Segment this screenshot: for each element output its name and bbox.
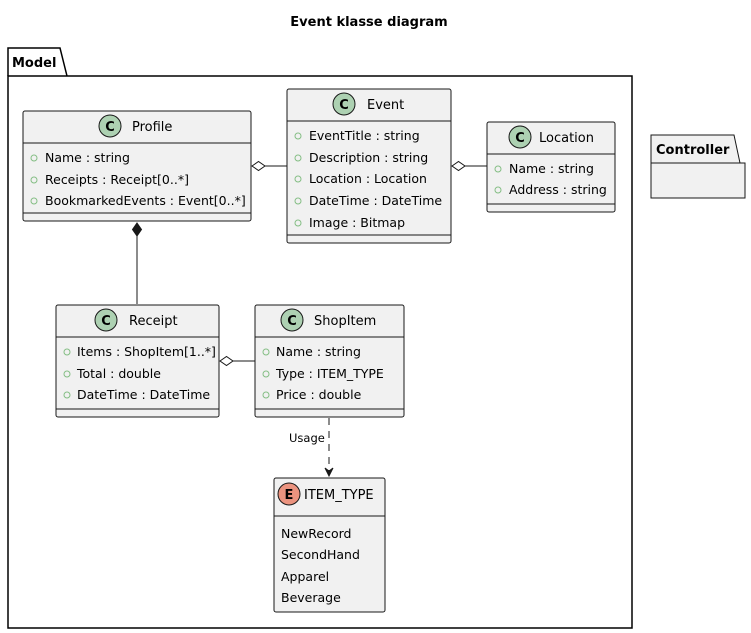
class-name: ShopItem	[314, 314, 376, 329]
package-model-tab	[7, 47, 68, 77]
public-icon	[63, 370, 71, 378]
svg-text:Type : ITEM_TYPE: Type : ITEM_TYPE	[275, 366, 384, 381]
svg-text:DateTime : DateTime: DateTime : DateTime	[309, 193, 442, 208]
package-controller-tab	[650, 134, 741, 164]
public-icon	[30, 176, 38, 184]
public-icon	[262, 370, 270, 378]
svg-text:Price : double: Price : double	[276, 387, 362, 402]
class-location: C Location Name : string Address : strin…	[486, 121, 616, 213]
svg-text:Total : double: Total : double	[76, 366, 161, 381]
enum-name: ITEM_TYPE	[304, 488, 374, 503]
svg-text:Image : Bitmap: Image : Bitmap	[309, 215, 405, 230]
svg-text:NewRecord: NewRecord	[281, 526, 351, 541]
svg-text:C: C	[101, 314, 111, 329]
svg-text:Name : string: Name : string	[276, 344, 361, 359]
svg-text:SecondHand: SecondHand	[281, 547, 360, 562]
relation-profile-event	[251, 160, 287, 172]
class-name: Event	[367, 98, 404, 113]
public-icon	[494, 165, 502, 173]
public-icon	[30, 154, 38, 162]
svg-text:Address : string: Address : string	[509, 182, 607, 197]
class-badge-icon	[508, 125, 532, 149]
svg-text:C: C	[515, 131, 525, 146]
class-name: Receipt	[129, 314, 178, 329]
class-badge-icon	[94, 308, 118, 332]
public-icon	[294, 197, 302, 205]
svg-text:C: C	[339, 98, 349, 113]
aggregation-diamond	[219, 355, 234, 367]
class-box	[254, 304, 405, 418]
class-badge-icon	[280, 308, 304, 332]
enum-badge-icon	[277, 482, 301, 506]
public-icon	[63, 391, 71, 399]
svg-text:E: E	[285, 488, 294, 503]
diagram-title: Event klasse diagram	[290, 15, 447, 30]
svg-text:Name : string: Name : string	[509, 161, 594, 176]
class-box	[286, 88, 452, 244]
svg-text:EventTitle : string: EventTitle : string	[309, 128, 420, 143]
public-icon	[294, 132, 302, 140]
public-icon	[262, 348, 270, 356]
class-box	[22, 110, 252, 222]
class-event: C Event EventTitle : string Description …	[286, 88, 452, 244]
class-receipt: C Receipt Items : ShopItem[1..*] Total :…	[55, 304, 220, 418]
enum-item-type: E ITEM_TYPE NewRecord SecondHand Apparel…	[273, 477, 386, 613]
package-controller-label: Controller	[656, 143, 730, 158]
public-icon	[294, 175, 302, 183]
class-name: Location	[539, 131, 594, 146]
relation-profile-receipt	[131, 222, 143, 304]
svg-text:BookmarkedEvents : Event[0..*]: BookmarkedEvents : Event[0..*]	[45, 193, 246, 208]
public-icon	[262, 391, 270, 399]
svg-text:C: C	[287, 314, 297, 329]
aggregation-diamond	[451, 160, 466, 172]
public-icon	[494, 186, 502, 194]
package-controller: Controller	[650, 134, 746, 199]
package-controller-body	[650, 162, 746, 199]
svg-text:Apparel: Apparel	[281, 569, 329, 584]
svg-text:Receipts : Receipt[0..*]: Receipts : Receipt[0..*]	[45, 172, 189, 187]
class-box	[55, 304, 220, 418]
public-icon	[63, 348, 71, 356]
aggregation-diamond	[251, 160, 266, 172]
usage-label: Usage	[289, 431, 325, 445]
svg-text:Name : string: Name : string	[45, 150, 130, 165]
svg-text:Location : Location: Location : Location	[309, 171, 427, 186]
class-name: Profile	[132, 120, 172, 135]
relation-shopitem-itemtype: Usage	[289, 418, 329, 476]
svg-text:Description : string: Description : string	[309, 150, 428, 165]
composition-diamond	[131, 222, 143, 237]
class-badge-icon	[332, 92, 356, 116]
relation-receipt-shopitem	[219, 355, 255, 367]
svg-text:DateTime : DateTime: DateTime : DateTime	[77, 387, 210, 402]
class-shopitem: C ShopItem Name : string Type : ITEM_TYP…	[254, 304, 405, 418]
svg-text:Beverage: Beverage	[281, 590, 341, 605]
public-icon	[30, 197, 38, 205]
package-model-label: Model	[12, 56, 56, 71]
relation-event-location	[451, 160, 487, 172]
class-profile: C Profile Name : string Receipts : Recei…	[22, 110, 252, 222]
public-icon	[294, 154, 302, 162]
svg-text:C: C	[105, 120, 115, 135]
public-icon	[294, 219, 302, 227]
svg-text:Items : ShopItem[1..*]: Items : ShopItem[1..*]	[77, 344, 216, 359]
enum-box	[273, 477, 386, 613]
class-badge-icon	[98, 114, 122, 138]
